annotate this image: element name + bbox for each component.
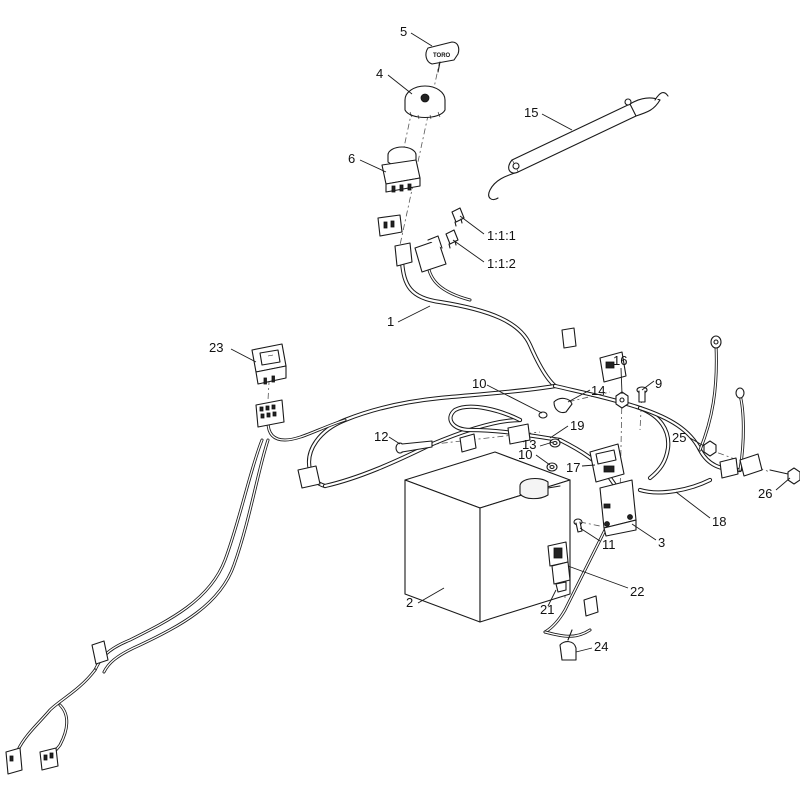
callout-1-1-2: 1:1:2: [487, 256, 516, 271]
pto-switch: [381, 146, 421, 193]
end-connector-left: [5, 747, 23, 775]
harness-connector-left: [297, 465, 321, 489]
end-connector-right: [39, 747, 59, 771]
rocker-switch: [251, 343, 287, 385]
callout-2: 2: [406, 595, 413, 610]
key-logo: TORO: [433, 53, 451, 59]
callout-3: 3: [658, 535, 665, 550]
callout-4: 4: [376, 66, 383, 81]
right-harness-connectors: [719, 453, 763, 479]
rocker-switch-connector: [255, 399, 285, 428]
fuse-holder: [547, 541, 571, 593]
callout-26: 26: [758, 486, 772, 501]
callout-6: 6: [348, 151, 355, 166]
ignition-key: TORO: [425, 41, 460, 73]
callout-10-lower: 10: [518, 447, 532, 462]
starter-solenoid: [599, 479, 637, 537]
nut-25: [703, 440, 717, 457]
callout-16: 16: [613, 353, 627, 368]
screw-9: [636, 386, 648, 403]
callout-15: 15: [524, 105, 538, 120]
callout-12: 12: [374, 429, 388, 444]
harness-connector-mid: [459, 423, 531, 453]
callout-21: 21: [540, 602, 554, 617]
callout-labels: 5 4 6 15 1:1:1 1:1:2 1 23 16 9 10 14 19 …: [209, 24, 772, 654]
ignition-switch: [404, 85, 446, 120]
callout-14: 14: [591, 383, 605, 398]
callout-17: 17: [566, 460, 580, 475]
nut-16: [615, 391, 629, 409]
battery-hold-down-strap: [488, 91, 669, 201]
wire-clip-14: [553, 397, 573, 414]
switch-harness-connectors: [377, 214, 447, 273]
callout-5: 5: [400, 24, 407, 39]
battery: [404, 451, 571, 623]
callout-10-upper: 10: [472, 376, 486, 391]
leader-lines: [230, 32, 791, 653]
screw-11: [573, 518, 583, 533]
fuse-1-1-2: [445, 229, 459, 249]
callout-25: 25: [672, 430, 686, 445]
callout-19: 19: [570, 418, 584, 433]
callout-24: 24: [594, 639, 608, 654]
bolt-12: [395, 440, 433, 454]
callout-11: 11: [602, 537, 616, 552]
callout-13: 13: [522, 437, 536, 452]
callout-23: 23: [209, 340, 223, 355]
wire-end-24: [559, 629, 577, 661]
callout-9: 9: [655, 376, 662, 391]
callout-1: 1: [387, 314, 394, 329]
inline-connector-left-lead: [91, 640, 109, 665]
cable-connector-22: [583, 595, 599, 617]
fuse-1-1-1: [451, 207, 465, 227]
battery-cable-terminal: [735, 387, 745, 399]
washer-10-upper: [538, 411, 548, 419]
relay-connector: [589, 443, 625, 483]
callout-1-1-1: 1:1:1: [487, 228, 516, 243]
washer-13: [549, 438, 561, 448]
harness-plug-top: [561, 327, 577, 349]
screw-26: [769, 467, 800, 485]
relay-bracket: [599, 351, 627, 383]
callout-22: 22: [630, 584, 644, 599]
callout-18: 18: [712, 514, 726, 529]
ring-terminal: [710, 335, 722, 349]
